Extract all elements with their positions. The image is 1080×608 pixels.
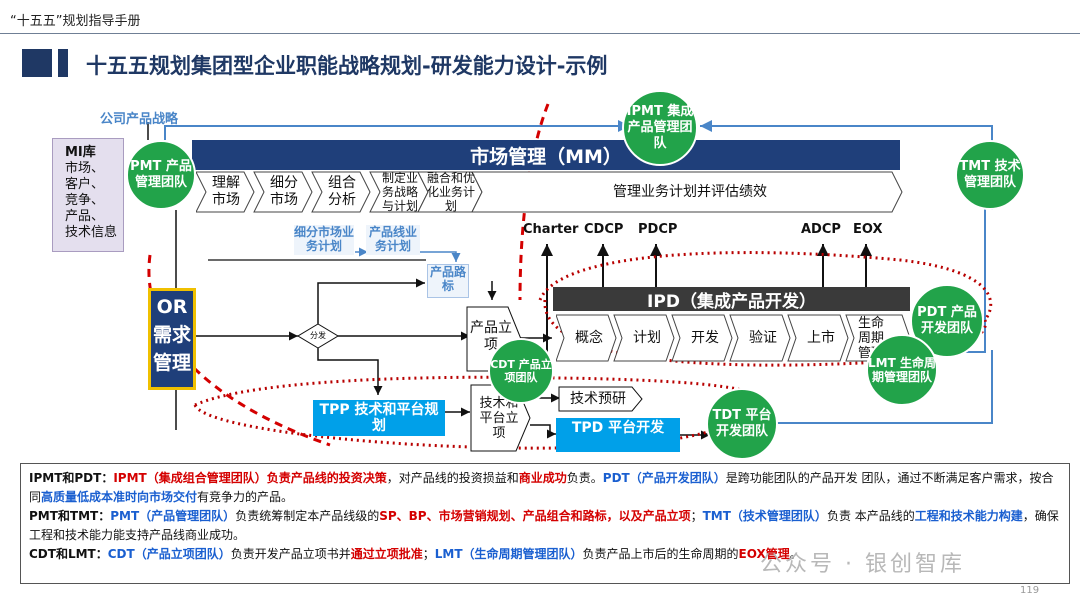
note-segment: ，对产品线的投资损益和 bbox=[386, 471, 519, 485]
page-title: 十五五规划集团型企业职能战略规划-研发能力设计-示例 bbox=[86, 54, 608, 78]
tech-research-label: 技术预研 bbox=[570, 390, 626, 407]
decision-cdcp: CDCP bbox=[584, 222, 624, 237]
ipd-step: 验证 bbox=[749, 329, 777, 346]
ipd-step: 计划 bbox=[633, 329, 661, 346]
mm-step: 融合和优化业务计划 bbox=[426, 171, 475, 213]
ipmt-team-circle: IPMT 集成产品管理团队 bbox=[622, 90, 698, 166]
mm-step: 制定业务战略与计划 bbox=[381, 171, 418, 213]
note-segment: LMT（生命周期管理团队） bbox=[434, 547, 583, 561]
note-segment: 有竞争力的产品。 bbox=[197, 490, 294, 504]
segment-business-plan-label: 细分市场业务计划 bbox=[294, 225, 355, 255]
tmt-team-circle: TMT 技术管理团队 bbox=[955, 140, 1025, 210]
header-divider bbox=[0, 33, 1080, 34]
ipd-step: 上市 bbox=[807, 329, 835, 346]
cdt-team-circle: CDT 产品立项团队 bbox=[488, 338, 554, 404]
mi-line: 竞争、 bbox=[65, 193, 105, 208]
ipd-step: 开发 bbox=[691, 329, 719, 346]
decision-adcp: ADCP bbox=[801, 222, 841, 237]
market-management-bar: 市场管理（MM） bbox=[192, 140, 900, 170]
tech-initiation-label: 技术和平台立项 bbox=[479, 395, 519, 441]
mi-line: 产品、 bbox=[65, 209, 105, 224]
note-segment: 负责统筹制定本产品线级的 bbox=[235, 509, 380, 523]
note-segment: PMT和TMT： bbox=[29, 509, 111, 523]
mm-step: 细分市场 bbox=[270, 175, 298, 208]
ipd-step: 概念 bbox=[575, 329, 603, 346]
mi-library-box: MI库 市场、 客户、 竞争、 产品、 技术信息 bbox=[52, 138, 124, 252]
note-segment: 负责开发产品立项书并 bbox=[230, 547, 351, 561]
tech-research-shape bbox=[558, 386, 643, 412]
note-segment: ； bbox=[690, 509, 703, 523]
note-pmt-tmt: PMT和TMT：PMT（产品管理团队）负责统筹制定本产品线级的SP、BP、市场营… bbox=[29, 507, 1061, 545]
mi-line: 技术信息 bbox=[65, 225, 118, 240]
mi-library-title: MI库 bbox=[65, 145, 96, 160]
mm-step: 组合分析 bbox=[328, 175, 356, 208]
note-segment: 商业成功 bbox=[518, 471, 567, 485]
product-initiation-label: 产品立项 bbox=[470, 320, 512, 353]
note-segment: IPMT（集成组合管理团队）负责产品线的投资决策 bbox=[113, 471, 387, 485]
decision-eox: EOX bbox=[853, 222, 883, 237]
note-segment: 负责 本产品线的 bbox=[826, 509, 915, 523]
note-segment: 是跨功能团队的产品开发 团队，通过不断满足客户需求，按合同 bbox=[29, 471, 1054, 504]
note-segment: ，确保工程和技术能力能支持产品线商业成功。 bbox=[29, 509, 1059, 542]
note-segment: PDT（产品开发团队） bbox=[602, 471, 726, 485]
note-segment: SP、BP、市场营销规划、产品组合和路标，以及产品立项 bbox=[379, 509, 691, 523]
decision-charter: Charter bbox=[523, 222, 579, 237]
tpp-box: TPP 技术和平台规划 bbox=[313, 400, 445, 436]
note-segment: ； bbox=[422, 547, 435, 561]
note-segment: 工程和技术能力构建 bbox=[914, 509, 1023, 523]
document-header-title: “十五五”规划指导手册 bbox=[10, 14, 141, 29]
note-segment: PMT（产品管理团队） bbox=[110, 509, 236, 523]
lmt-team-circle: LMT 生命周期管理团队 bbox=[866, 334, 938, 406]
mi-line: 市场、 bbox=[65, 161, 105, 176]
requirement-management-box: OR需求管理 bbox=[148, 288, 196, 390]
product-roadmap-label: 产品路标 bbox=[427, 264, 469, 298]
title-accent-block bbox=[22, 49, 52, 77]
note-segment: 。 bbox=[789, 547, 802, 561]
note-segment: EOX管理 bbox=[738, 547, 790, 561]
product-line-business-plan-label: 产品线业务计划 bbox=[366, 225, 420, 255]
note-segment: IPMT和PDT： bbox=[29, 471, 114, 485]
note-cdt-lmt: CDT和LMT：CDT（产品立项团队）负责开发产品立项书并通过立项批准；LMT（… bbox=[29, 545, 1061, 564]
ipd-bar: IPD（集成产品开发） bbox=[553, 287, 910, 312]
note-segment: 高质量低成本准时向市场交付 bbox=[41, 490, 198, 504]
note-segment: TMT（技术管理团队） bbox=[702, 509, 827, 523]
tpd-box: TPD 平台开发 bbox=[556, 418, 680, 452]
mm-chevrons bbox=[196, 171, 903, 213]
distribution-diamond bbox=[298, 324, 338, 348]
ipd-chevrons bbox=[556, 314, 911, 362]
notes-box: IPMT和PDT：IPMT（集成组合管理团队）负责产品线的投资决策，对产品线的投… bbox=[20, 463, 1070, 584]
note-segment: 负责产品上市后的生命周期的 bbox=[582, 547, 739, 561]
note-segment: CDT（产品立项团队） bbox=[107, 547, 231, 561]
note-segment: 负责。 bbox=[566, 471, 603, 485]
distribution-label: 分发 bbox=[310, 331, 326, 340]
watermark-text: 公众号 · 银创智库 bbox=[760, 552, 965, 577]
note-segment: CDT和LMT： bbox=[29, 547, 108, 561]
pmt-team-circle: PMT 产品管理团队 bbox=[126, 140, 196, 210]
page-number: 119 bbox=[1020, 585, 1040, 596]
mi-line: 客户、 bbox=[65, 177, 105, 192]
note-segment: 通过立项批准 bbox=[350, 547, 423, 561]
title-accent-bar bbox=[58, 49, 68, 77]
note-ipmt-pdt: IPMT和PDT：IPMT（集成组合管理团队）负责产品线的投资决策，对产品线的投… bbox=[29, 469, 1061, 507]
company-product-strategy-label: 公司产品战略 bbox=[100, 112, 179, 127]
mm-step: 理解市场 bbox=[212, 175, 240, 208]
mm-step: 管理业务计划并评估绩效 bbox=[613, 183, 767, 200]
tdt-team-circle: TDT 平台开发团队 bbox=[706, 388, 778, 460]
decision-pdcp: PDCP bbox=[638, 222, 678, 237]
